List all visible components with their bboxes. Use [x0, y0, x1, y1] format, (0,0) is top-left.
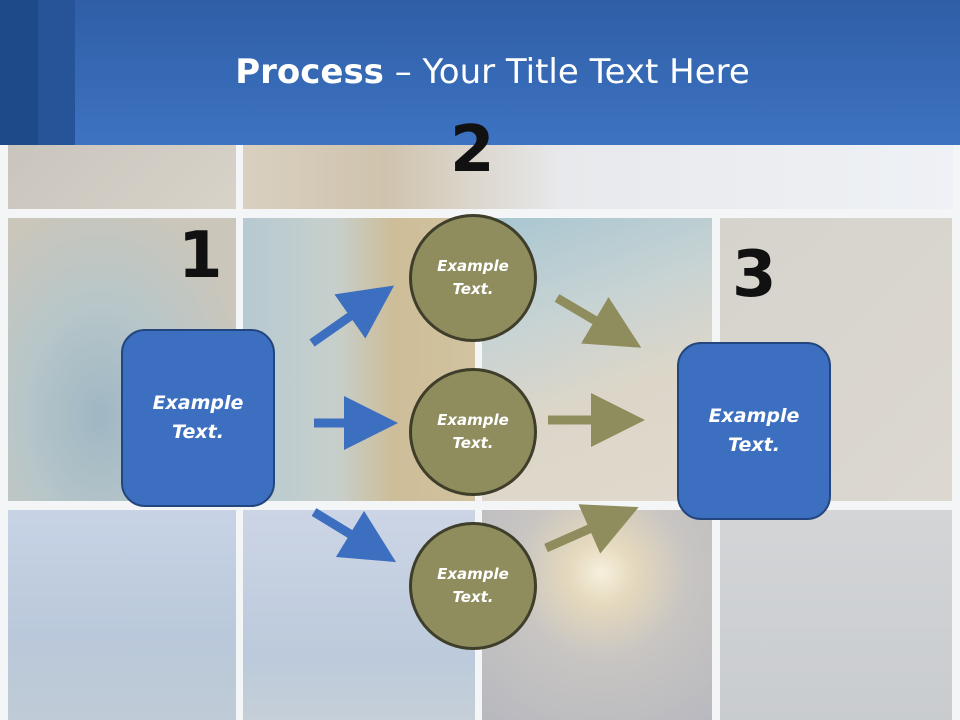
- title-bold: Process: [235, 52, 384, 92]
- step2-circle-middle: Example Text.: [409, 368, 537, 496]
- step1-box: Example Text.: [121, 329, 275, 507]
- step3-box-text: Example Text.: [708, 405, 800, 456]
- photo-tile: [8, 145, 236, 209]
- circle-text: Example Text.: [437, 411, 509, 452]
- photo-tile: [243, 145, 953, 209]
- slide-title: Process – Your Title Text Here: [0, 52, 960, 92]
- circle-text: Example Text.: [437, 257, 509, 298]
- step2-circle-top: Example Text.: [409, 214, 537, 342]
- step-number-1: 1: [178, 219, 223, 293]
- arrow-to-circle-top: [309, 285, 395, 347]
- photo-tile: [8, 510, 236, 720]
- arrow-to-circle-bottom: [311, 508, 397, 563]
- step1-box-text: Example Text.: [152, 392, 244, 443]
- step3-box: Example Text.: [677, 342, 831, 520]
- arrow-from-circle-bottom: [544, 504, 639, 554]
- header-accent-stripe: [38, 0, 75, 145]
- step-number-2: 2: [450, 113, 495, 187]
- title-rest: – Your Title Text Here: [383, 52, 750, 92]
- circle-text: Example Text.: [437, 565, 509, 606]
- step-number-3: 3: [732, 238, 777, 312]
- step2-circle-bottom: Example Text.: [409, 522, 537, 650]
- arrow-from-circle-top: [554, 294, 642, 348]
- header-accent-stripe: [0, 0, 38, 145]
- photo-tile: [720, 510, 952, 720]
- title-bar: [0, 0, 960, 145]
